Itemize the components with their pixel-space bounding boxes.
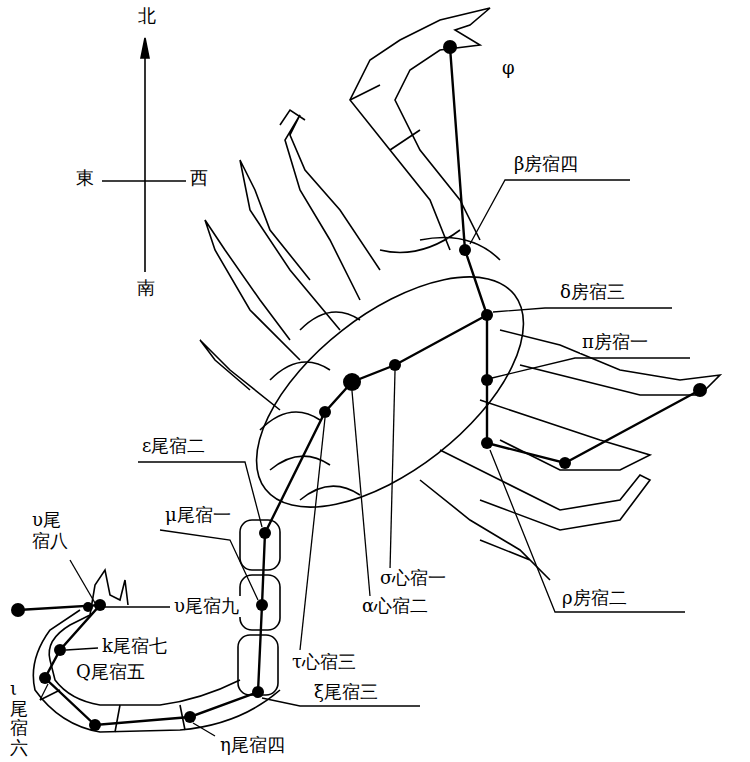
star-label: δ房宿三 <box>558 282 627 303</box>
star-label: β房宿四 <box>512 154 580 175</box>
star-label: α心宿二 <box>360 596 430 617</box>
star-label: π房宿一 <box>580 332 650 353</box>
star-label: ξ尾宿三 <box>312 682 380 703</box>
star-label: τ心宿三 <box>290 652 358 673</box>
star-label: ρ房宿二 <box>560 588 629 609</box>
star-label: σ心宿一 <box>378 568 448 589</box>
star-label: μ尾宿一 <box>163 505 233 526</box>
star-label: ι尾宿六 <box>8 679 30 758</box>
star-label: υ尾宿八 <box>30 510 72 551</box>
star-label: ε尾宿二 <box>140 436 207 457</box>
star-label: k尾宿七 <box>100 636 169 657</box>
star-label: υ尾宿九 <box>172 596 241 617</box>
compass-label: 北 <box>136 6 158 27</box>
compass-label: 西 <box>188 168 210 189</box>
compass-label: 東 <box>74 168 96 189</box>
compass-label: 南 <box>135 278 157 299</box>
star-label: η尾宿四 <box>218 735 287 756</box>
star-label: φ <box>500 58 517 79</box>
star-label: Q尾宿五 <box>74 662 147 683</box>
